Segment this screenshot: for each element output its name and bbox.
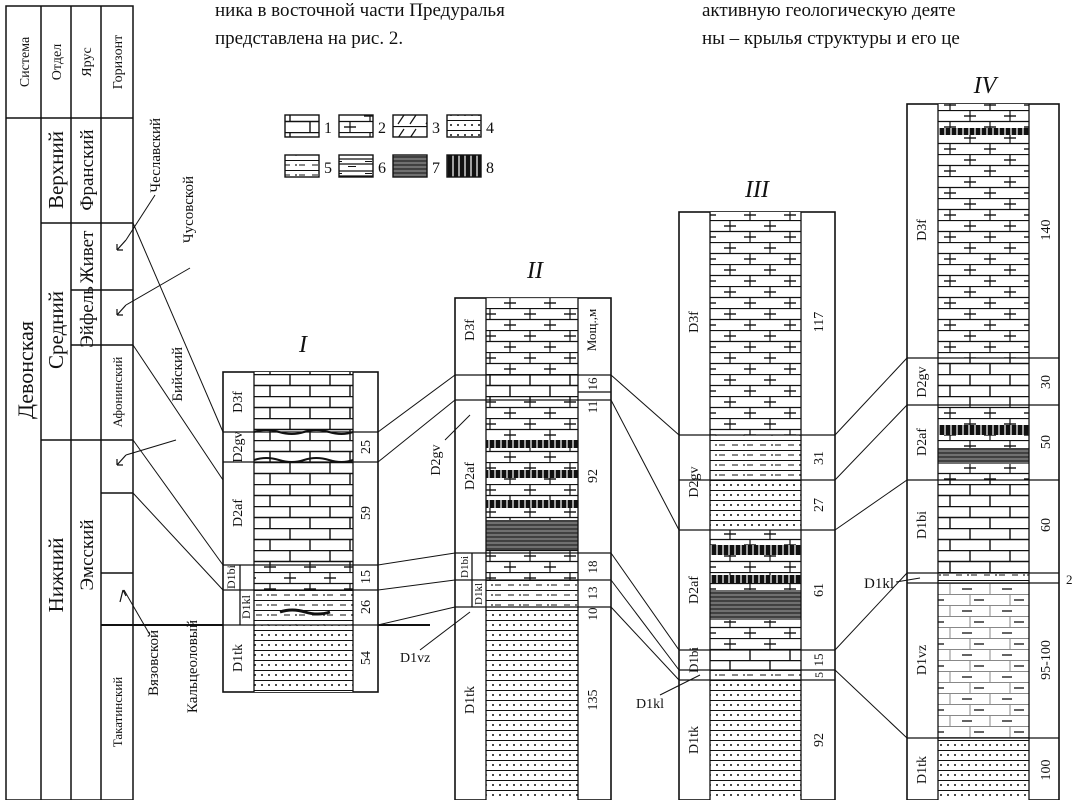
section-column-IV: IV D3f D2gv D2af D1bi D1vz D1tk 140 30 5… [864,73,1073,800]
svg-text:4: 4 [486,120,494,137]
svg-text:6: 6 [378,160,386,177]
callout-vyazovskoy: Вязовской [146,630,162,696]
callout-kaltseolovy: Кальцеоловый [185,620,201,713]
horizon-afonino: Афонинский [110,357,125,428]
svg-text:2: 2 [1066,572,1073,587]
callout-leaders [124,195,192,635]
svg-text:D1tk: D1tk [915,756,930,784]
stage-givetian: Живет [77,230,98,283]
svg-text:D1bi: D1bi [686,647,701,673]
column-III-title: III [744,177,770,203]
svg-text:50: 50 [1039,435,1054,449]
callout-cheslavsky: Чеславский [148,118,164,193]
callout-chusovskoy: Чусовской [181,176,197,243]
series-lower: Нижний [44,538,68,613]
svg-text:D2af: D2af [687,576,702,604]
svg-text:61: 61 [812,583,827,597]
svg-text:D1kl: D1kl [864,576,894,592]
horizon-takata: Такатинский [110,677,125,748]
series-middle: Средний [44,291,68,369]
svg-text:140: 140 [1039,220,1054,241]
svg-text:D3f: D3f [463,319,478,341]
legend: 1 2 3 4 5 6 7 8 [285,115,494,177]
svg-text:D1vz: D1vz [400,651,430,666]
header-system: Система [18,36,33,87]
svg-text:16: 16 [585,377,600,391]
svg-text:D1vz: D1vz [915,645,930,675]
column-IV-title: IV [973,73,999,99]
correlation-lines-scale [133,223,223,590]
svg-text:5: 5 [812,672,826,678]
svg-text:D1tk: D1tk [231,644,246,672]
svg-text:30: 30 [1039,375,1054,389]
svg-text:D2af: D2af [231,499,246,527]
svg-text:D3f: D3f [915,219,930,241]
section-column-II: II Мощ.,м D3f D2af D1bi D1kl D1tk 16 11 [400,258,611,800]
svg-text:95-100: 95-100 [1039,640,1054,680]
svg-text:100: 100 [1039,760,1054,781]
svg-text:27: 27 [812,498,827,512]
svg-text:3: 3 [432,120,440,137]
svg-text:135: 135 [586,690,601,711]
svg-text:2: 2 [378,120,386,137]
series-upper: Верхний [44,131,68,209]
svg-text:13: 13 [585,587,600,600]
svg-text:5: 5 [324,160,332,177]
svg-text:D1kl: D1kl [473,583,485,605]
svg-text:D1kl: D1kl [239,594,253,619]
svg-text:D2gv: D2gv [231,431,246,462]
system-devonian: Девонская [13,321,38,419]
svg-text:D1bi: D1bi [459,556,471,578]
svg-text:D2af: D2af [915,428,930,456]
svg-text:18: 18 [585,561,600,574]
header-stage: Ярус [80,47,95,76]
svg-text:92: 92 [586,469,601,483]
svg-text:D1bi: D1bi [224,564,238,589]
header-series: Отдел [50,44,65,80]
stage-eifelian: Эйфель [77,286,98,348]
svg-text:11: 11 [585,401,600,414]
column-II-title: II [526,258,544,284]
svg-text:D3f: D3f [231,391,246,413]
section-column-III: III D3f D2gv D2af D1bi D1tk 117 31 27 61 [636,177,835,800]
svg-text:15: 15 [811,654,826,667]
svg-text:D3f: D3f [687,311,702,333]
svg-text:D1kl: D1kl [636,697,664,712]
svg-text:26: 26 [359,600,374,614]
svg-text:D2gv: D2gv [429,444,444,475]
svg-text:D2af: D2af [463,462,478,490]
header-horizon: Горизонт [111,35,126,89]
svg-text:60: 60 [1039,518,1054,532]
svg-text:D2gv: D2gv [687,466,702,497]
svg-text:D1tk: D1tk [463,686,478,714]
svg-text:59: 59 [359,506,374,520]
svg-text:54: 54 [359,651,374,665]
svg-text:31: 31 [812,451,827,465]
callout-biysky: Бийский [170,347,186,402]
svg-text:15: 15 [359,570,374,584]
svg-text:D1bi: D1bi [915,511,930,539]
svg-text:8: 8 [486,160,494,177]
svg-text:117: 117 [812,312,827,332]
section-column-I: I D3f D2gv D2af D1bi D1kl D1tk 25 59 15 … [223,332,378,692]
svg-text:D2gv: D2gv [915,366,930,397]
correlation-lines-I-II [378,375,455,625]
svg-text:D1tk: D1tk [687,726,702,754]
stage-frasnian: Франский [77,129,98,210]
column-I-title: I [298,332,308,358]
correlation-lines-III-IV [835,358,907,738]
svg-text:92: 92 [812,733,827,747]
svg-text:25: 25 [359,440,374,454]
svg-text:7: 7 [432,160,440,177]
svg-text:Мощ.,м: Мощ.,м [584,309,599,351]
svg-text:10: 10 [585,608,600,621]
stage-emsian: Эмсский [77,520,98,591]
svg-text:1: 1 [324,120,332,137]
correlation-lines-II-III [611,375,679,680]
